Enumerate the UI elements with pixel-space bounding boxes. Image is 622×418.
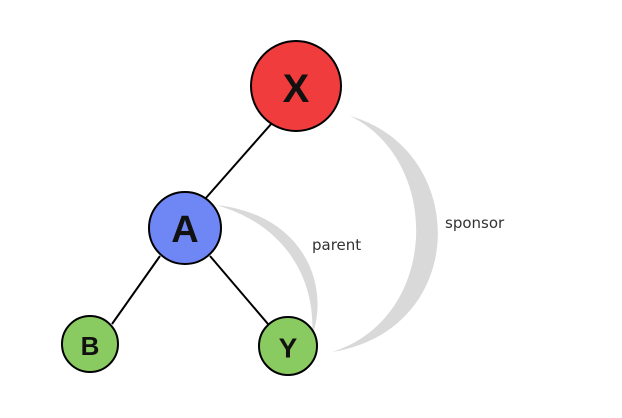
node-y-label: Y: [279, 333, 298, 364]
edge-a-b: [111, 255, 161, 325]
node-x-circle: [250, 40, 342, 132]
parent-arc: [216, 205, 318, 336]
node-b-circle: [61, 315, 119, 373]
sponsor-arc: [332, 116, 438, 352]
parent-label: parent: [312, 236, 361, 254]
node-a: A: [148, 191, 222, 265]
node-x-label: X: [283, 67, 310, 111]
sponsor-label: sponsor: [445, 214, 505, 232]
node-y: Y: [258, 316, 318, 376]
node-b-label: B: [81, 331, 100, 361]
node-x: X: [250, 40, 342, 132]
node-b: B: [61, 315, 119, 373]
edge-a-y: [209, 255, 269, 325]
node-a-label: A: [171, 209, 198, 251]
edge-x-a: [204, 122, 273, 200]
node-y-circle: [258, 316, 318, 376]
node-a-circle: [148, 191, 222, 265]
